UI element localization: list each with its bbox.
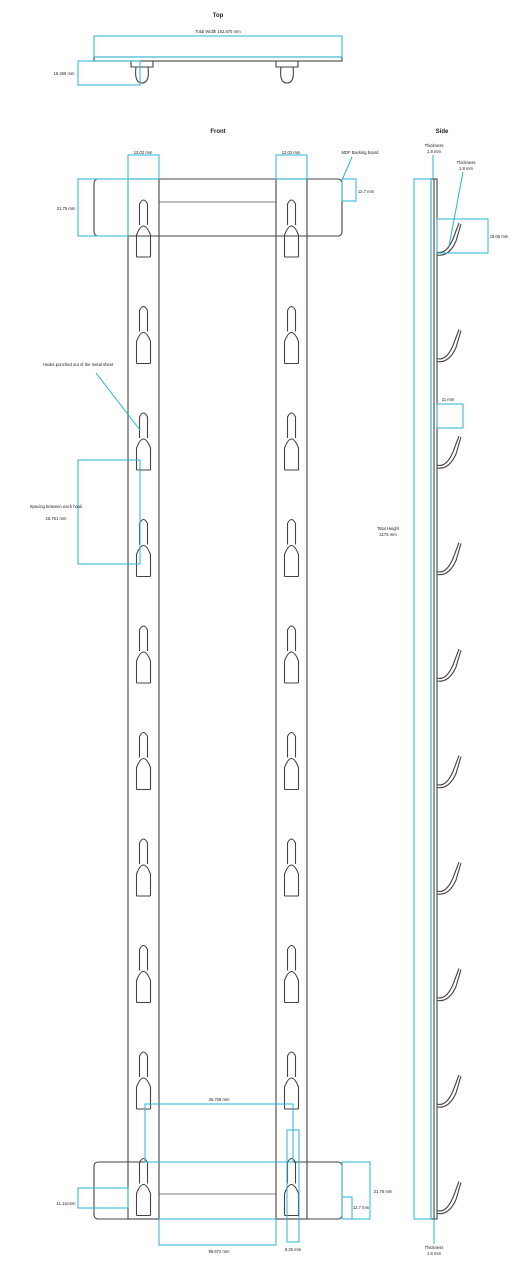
bottom-thickness-value-label: 1.8 mm <box>427 1251 441 1256</box>
left-strip-width-label: 13.02 mm <box>134 150 153 155</box>
side-thickness-label: Thickness <box>425 143 444 148</box>
side-hook-5 <box>436 648 462 682</box>
side-hook-2 <box>436 329 462 363</box>
spacing-value-label: 25.751 mm <box>46 516 67 521</box>
bottom-small-label: 8.25 mm <box>285 1247 302 1252</box>
hook-right-6 <box>283 731 300 791</box>
side-view-title: Side <box>436 129 449 135</box>
top-view-title: Top <box>213 13 224 19</box>
bottom-bar-height-label: 21.75 mm <box>374 1189 393 1194</box>
side-thickness-value-label: 1.8 mm <box>427 149 441 154</box>
front-view-title: Front <box>210 129 225 135</box>
hook-right-4 <box>283 518 300 578</box>
hook-left-6 <box>135 731 152 791</box>
hook-left-5 <box>135 625 152 684</box>
hook-column-left <box>135 199 152 1217</box>
bottom-edge-left-label: 11.1xcmm <box>56 1201 76 1206</box>
side-hook-1 <box>436 222 462 256</box>
side-hook-6 <box>436 755 462 789</box>
top-view: Total Width 162.675 mm 16.269 mm <box>54 29 343 86</box>
hook-left-7 <box>135 838 152 897</box>
hook-right-9 <box>283 1051 300 1110</box>
hook-right-3 <box>283 412 300 471</box>
hook-left-4 <box>135 518 152 578</box>
side-hook-10 <box>436 1181 462 1215</box>
hooks-punched-label: Hooks punched out of the metal sheet <box>43 362 114 367</box>
right-strip-width-label: 13.02 mm <box>282 150 301 155</box>
side-hook-profiles <box>436 222 462 1215</box>
hook-left-3 <box>135 412 152 471</box>
side-hook-depth-label: 19.05 mm <box>490 234 509 239</box>
total-width-label: Total Width 162.675 mm <box>195 29 241 34</box>
total-height-label: Total Height <box>377 526 400 531</box>
side-hook-7 <box>436 861 462 895</box>
hook-right-5 <box>283 625 300 684</box>
hook-right-1 <box>283 199 300 258</box>
hook-left-1 <box>135 199 152 258</box>
hook-right-8 <box>283 944 300 1004</box>
side-hook-3 <box>436 435 462 469</box>
hook-left-9 <box>135 1051 152 1110</box>
side-hook-9 <box>436 1074 462 1108</box>
side-hook-4 <box>436 542 462 576</box>
front-view: 13.02 mm 13.02 mm MDF Backing board 21.7… <box>30 150 393 1254</box>
hook-column-right <box>283 199 300 1217</box>
side-hook-8 <box>436 968 462 1002</box>
hook-thickness-label: Thickness <box>457 160 476 165</box>
total-height-value-label: 3175 mm <box>379 532 397 537</box>
hook-thickness-value-label: 1.8 mm <box>459 166 473 171</box>
side-view: Total Height 3175 mm Thickness 1.8 mm Th… <box>377 143 509 1256</box>
bottom-thickness-label: Thickness <box>425 1245 444 1250</box>
hook-left-10 <box>135 1157 152 1217</box>
hook-right-2 <box>283 305 300 365</box>
hook-left-2 <box>135 305 152 365</box>
bottom-bar-edge-label: 12.7 mm <box>353 1205 370 1210</box>
hook-right-7 <box>283 838 300 897</box>
mdf-backer-label: MDF Backing board <box>341 150 379 155</box>
spacing-label: Spacing between each hook <box>30 504 84 509</box>
hook-span-label: 46.709 mm <box>209 1097 230 1102</box>
side-hook-gap-label: 11 mm <box>442 397 455 402</box>
top-hook-depth-label: 16.269 mm <box>54 71 75 76</box>
inner-width-label: 95.672 mm <box>209 1249 230 1254</box>
top-bar-height-label: 21.75 mm <box>57 206 76 211</box>
top-bar-edge-label: 12.7 mm <box>358 189 375 194</box>
hook-left-8 <box>135 944 152 1004</box>
